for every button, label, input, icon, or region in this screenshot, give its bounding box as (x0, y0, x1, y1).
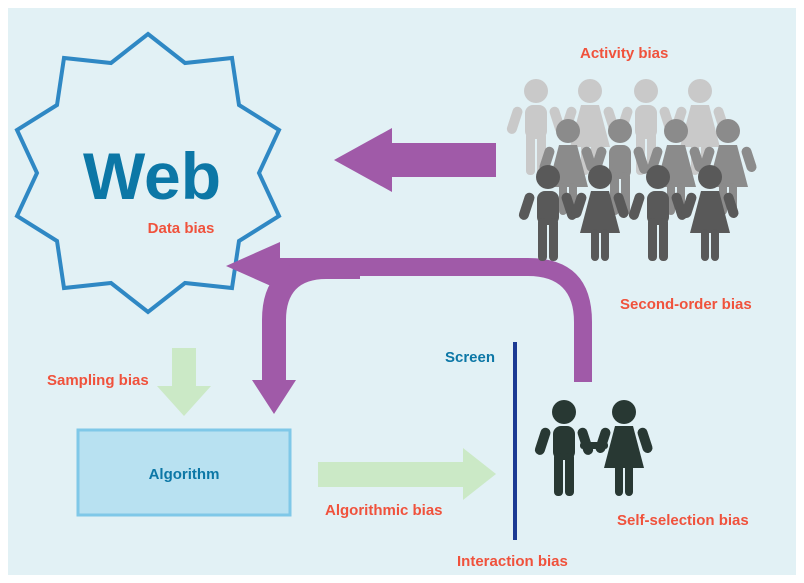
algorithm-label: Algorithm (149, 466, 220, 483)
self-selection-bias-label: Self-selection bias (617, 512, 749, 529)
web-star-shape (14, 31, 282, 315)
algorithmic-bias-label: Algorithmic bias (325, 502, 443, 519)
second-order-arrow (226, 242, 592, 414)
second-order-bias-label: Second-order bias (620, 296, 752, 313)
sampling-bias-label: Sampling bias (47, 372, 149, 389)
activity-to-web-arrow (334, 128, 496, 192)
interaction-bias-label: Interaction bias (457, 553, 568, 570)
data-bias-label: Data bias (148, 220, 215, 237)
activity-bias-label: Activity bias (580, 45, 668, 62)
algorithmic-arrow (318, 448, 496, 500)
screen-label: Screen (445, 349, 495, 366)
people-pair-icon (533, 400, 654, 496)
algorithm-box (76, 428, 292, 517)
sampling-arrow (157, 348, 211, 416)
web-title: Web (83, 139, 221, 213)
screen-line (513, 342, 517, 540)
